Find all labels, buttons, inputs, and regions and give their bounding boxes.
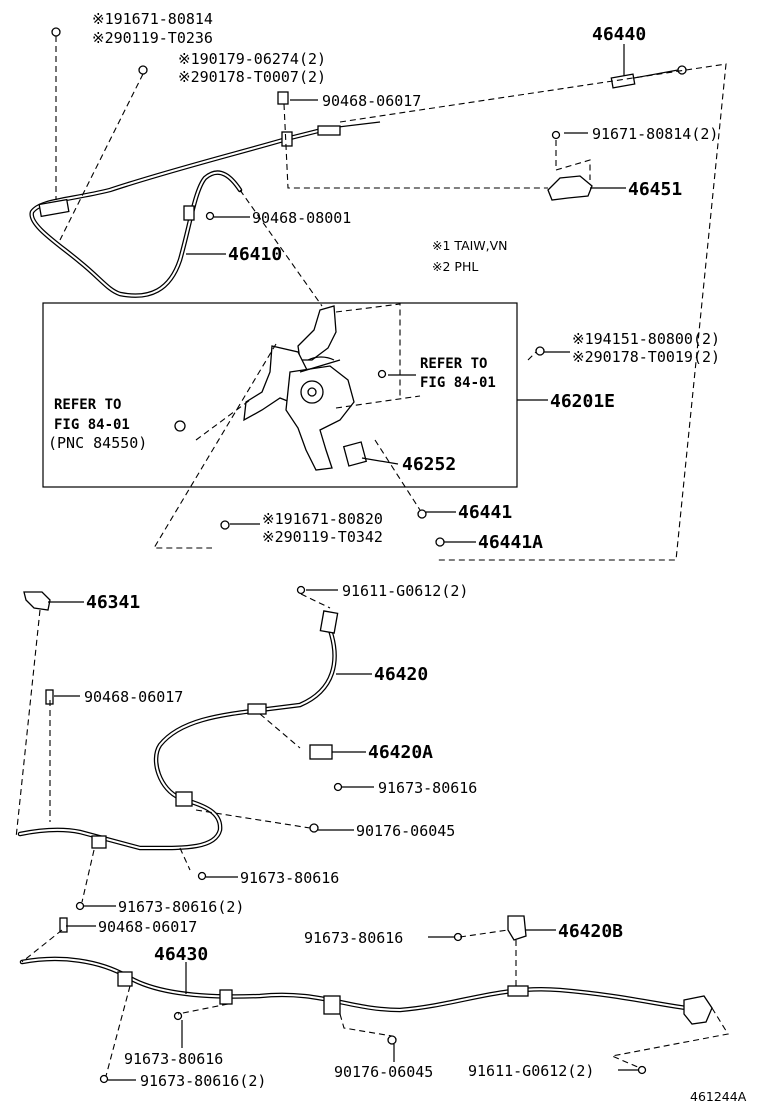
refer-to-1: REFER TO — [420, 356, 487, 372]
refer-fig-2: FIG 84-01 — [54, 417, 130, 433]
label-b6b: ※290178-T0019(2) — [572, 348, 720, 366]
label-b9: 90468-06017 — [84, 688, 183, 706]
label-b11: 90176-06045 — [356, 822, 455, 840]
label-b10: 91673-80616 — [378, 779, 477, 797]
label-b2a: ※190179-06274(2) — [178, 50, 326, 68]
note-1: ※1 TAIW,VN — [432, 238, 508, 253]
leader-lines — [48, 44, 638, 1081]
switch-46252 — [342, 441, 368, 467]
label-46201E: 46201E — [550, 391, 615, 412]
pedal-assembly-box — [42, 302, 518, 488]
label-b7b: ※290119-T0342 — [262, 528, 383, 546]
label-46341: 46341 — [86, 592, 140, 613]
label-b6a: ※194151-80800(2) — [572, 330, 720, 348]
parking-brake-pedal — [174, 305, 387, 471]
label-b1a: ※191671-80814 — [92, 10, 213, 28]
dashed-guides — [15, 36, 729, 1077]
rear-cable-46420 — [17, 610, 339, 851]
label-46420: 46420 — [374, 664, 428, 685]
label-b17: 91673-80616(2) — [140, 1072, 266, 1090]
label-b8: 91611-G0612(2) — [342, 582, 468, 600]
note-2: ※2 PHL — [432, 259, 478, 274]
label-46441: 46441 — [458, 502, 512, 523]
refer-fig-1: FIG 84-01 — [420, 375, 496, 391]
label-b14: 90468-06017 — [98, 918, 197, 936]
part-labels: ※191671-80814 ※290119-T0236 ※190179-0627… — [48, 10, 747, 1104]
label-46252: 46252 — [402, 454, 456, 475]
bracket-46341 — [23, 591, 51, 611]
label-46420A: 46420A — [368, 742, 433, 763]
label-b13: 91673-80616(2) — [118, 898, 244, 916]
label-b1b: ※290119-T0236 — [92, 29, 213, 47]
label-b5: 90468-08001 — [252, 209, 351, 227]
label-46440: 46440 — [592, 24, 646, 45]
label-b12: 91673-80616 — [240, 869, 339, 887]
diagram-code: 461244A — [690, 1089, 747, 1104]
label-46420B: 46420B — [558, 921, 623, 942]
label-b3: 90468-06017 — [322, 92, 421, 110]
label-46441A: 46441A — [478, 532, 543, 553]
bracket-46420B — [507, 915, 527, 941]
intermediate-lever-46440 — [610, 65, 687, 89]
refer-to-2: REFER TO — [54, 397, 121, 413]
label-b7a: ※191671-80820 — [262, 510, 383, 528]
front-cable-46410 — [29, 121, 381, 298]
label-b2b: ※290178-T0007(2) — [178, 68, 326, 86]
label-b19: 91611-G0612(2) — [468, 1062, 594, 1080]
label-46451: 46451 — [628, 179, 682, 200]
label-46430: 46430 — [154, 944, 208, 965]
cable-end-fitting — [317, 125, 341, 136]
label-46410: 46410 — [228, 244, 282, 265]
bracket-46451 — [547, 130, 593, 201]
label-b4: 91671-80814(2) — [592, 125, 718, 143]
label-b16: 91673-80616 — [124, 1050, 223, 1068]
refer-pnc: (PNC 84550) — [48, 434, 147, 452]
fasteners — [45, 27, 647, 1084]
rear-cable-46430 — [19, 915, 713, 1025]
clamp-46420A — [309, 744, 333, 760]
label-b15: 91673-80616 — [304, 929, 403, 947]
label-b18: 90176-06045 — [334, 1063, 433, 1081]
